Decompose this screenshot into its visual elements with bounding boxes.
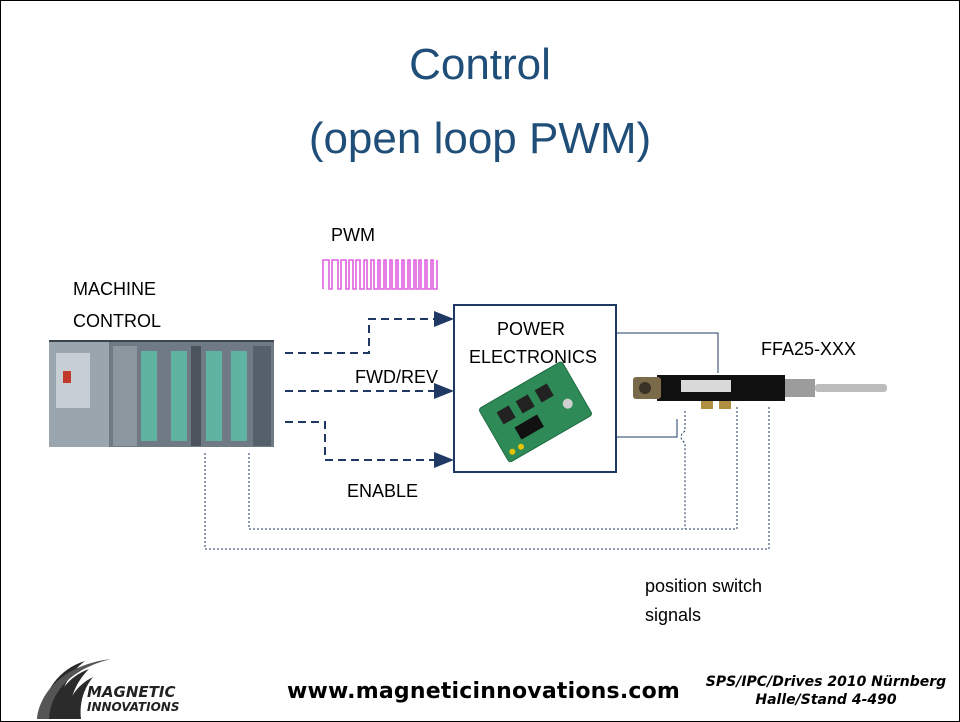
event-line2: Halle/Stand 4-490 xyxy=(755,692,897,708)
driver-board-image xyxy=(479,361,592,463)
power-electronics-label-line2: ELECTRONICS xyxy=(469,347,598,367)
feedback-line-inner xyxy=(248,405,738,530)
feedback-line-outer xyxy=(204,405,770,550)
pwm-waveform-icon xyxy=(322,259,438,290)
enable-signal-line xyxy=(285,421,454,468)
website-url: www.magneticinnovations.com xyxy=(287,679,681,704)
motor-wire-bottom xyxy=(616,419,678,438)
position-switch-label-line1: position switch xyxy=(645,576,763,596)
actuator-label: FFA25-XXX xyxy=(761,339,857,359)
machine-control-label-line2: CONTROL xyxy=(73,311,162,331)
pwm-label: PWM xyxy=(331,225,375,245)
slide-title-line1: Control xyxy=(409,40,551,89)
event-info: SPS/IPC/Drives 2010 Nürnberg Halle/Stand… xyxy=(701,673,951,709)
plc-machine-control-image xyxy=(49,340,274,447)
feedback-line-crossing xyxy=(680,411,686,529)
pwm-signal-line xyxy=(285,311,454,354)
logo-text: MAGNETIC INNOVATIONS xyxy=(87,685,179,715)
position-switch-label-line2: signals xyxy=(645,605,702,625)
logo-line1: MAGNETIC xyxy=(87,683,176,701)
fwd-rev-label: FWD/REV xyxy=(355,367,438,387)
event-line1: SPS/IPC/Drives 2010 Nürnberg xyxy=(705,674,947,690)
actuator-ffa25-image xyxy=(633,375,887,409)
magnetic-innovations-logo-icon xyxy=(37,659,111,719)
enable-label: ENABLE xyxy=(347,481,419,501)
machine-control-label-line1: MACHINE xyxy=(73,279,157,299)
logo-line2: INNOVATIONS xyxy=(87,700,180,714)
power-electronics-label-line1: POWER xyxy=(497,319,566,339)
motor-wire-top xyxy=(616,332,719,373)
slide-title-line2: (open loop PWM) xyxy=(308,114,652,163)
